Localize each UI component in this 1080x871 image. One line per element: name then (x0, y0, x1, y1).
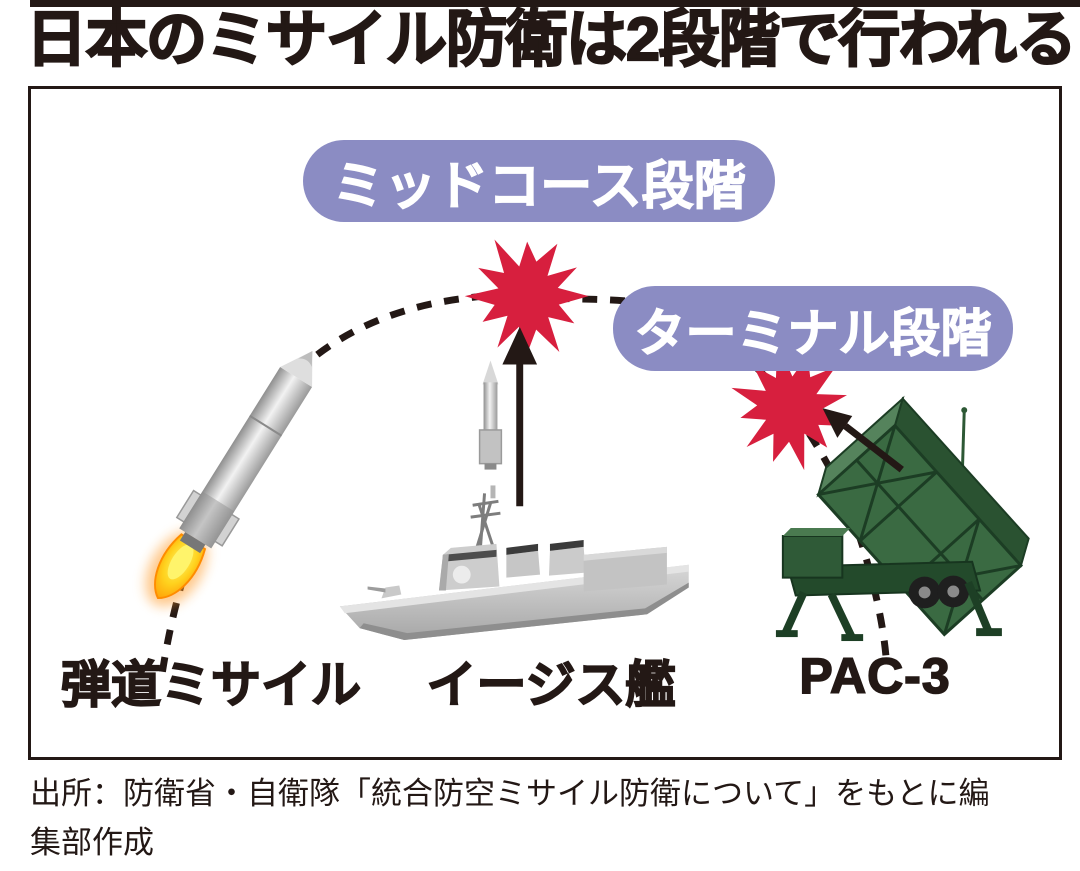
label-pac3: PAC-3 (799, 647, 951, 705)
label-ballistic-missile: 弾道ミサイル (60, 656, 362, 714)
terminal-label-text: ターミナル段階 (634, 304, 992, 362)
pac3-launcher-icon (775, 395, 1030, 642)
diagram-panel: ミッドコース段階 ターミナル段階 弾道ミサイル イージス艦 PAC-3 (28, 86, 1062, 760)
aegis-ship-icon (339, 493, 689, 641)
stage-label-terminal: ターミナル段階 (613, 286, 1013, 371)
source-line-1: 出所：防衛省・自衛隊「統合防空ミサイル防衛について」をもとに編 (30, 776, 990, 811)
label-aegis-ship: イージス艦 (426, 656, 677, 714)
diagram-art (145, 239, 1030, 673)
midcourse-intercept-arrow (502, 326, 538, 507)
title-top-rule (30, 0, 1080, 7)
terminal-intercept-arrow (822, 408, 904, 473)
interceptor-missile-icon (478, 360, 503, 499)
stage-label-midcourse: ミッドコース段階 (303, 140, 775, 222)
source-attribution: 出所：防衛省・自衛隊「統合防空ミサイル防衛について」をもとに編集部作成 (30, 770, 1050, 868)
ballistic-missile-icon (145, 350, 313, 607)
source-line-2: 集部作成 (30, 824, 154, 860)
page-title: 日本のミサイル防衛は2段階で行われる (25, 4, 1078, 73)
midcourse-explosion-icon (464, 239, 589, 354)
midcourse-label-text: ミッドコース段階 (332, 157, 747, 216)
